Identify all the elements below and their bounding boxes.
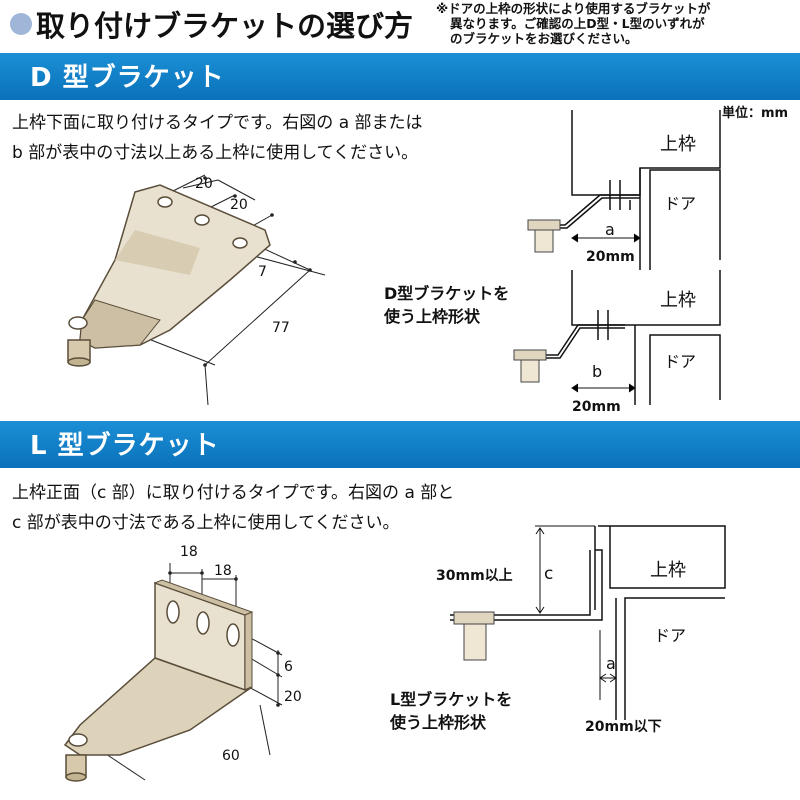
d-dimension-dots (203, 176, 312, 367)
l-dim-length: 60 (222, 748, 240, 764)
l-dimension-a (599, 630, 617, 700)
d-bottom-width-label: 20mm (572, 399, 621, 415)
d-top-frame-label: 上枠 (660, 134, 696, 155)
d-dim-length: 77 (272, 320, 290, 336)
l-mount-hole-icon (68, 733, 88, 747)
page-title: 取り付けブラケットの選び方 (10, 4, 413, 44)
l-door-outline (624, 597, 725, 720)
l-hole-2-icon (196, 611, 210, 635)
d-top-door-label: ドア (664, 194, 697, 213)
d-dim-hole-spacing-2: 20 (230, 197, 248, 213)
d-bottom-closer-icon (513, 349, 547, 383)
l-c-label: c (544, 564, 554, 584)
note-line-2: 異なります。ご確認の上D型・L型のいずれが (450, 16, 705, 31)
l-section-heading: L 型ブラケット (0, 421, 800, 465)
d-bracket-bend-shade (115, 230, 200, 275)
d-mount-hole-icon (68, 316, 88, 330)
title-bullet-icon (10, 13, 32, 35)
l-bracket-profile (450, 549, 603, 621)
header-note: ※ドアの上枠の形状により使用するブラケットが 異なります。ご確認の上D型・L型の… (436, 1, 798, 46)
d-bottom-frame-outline (571, 270, 721, 326)
l-dim-height: 20 (284, 689, 302, 705)
l-caption-line-1: L型ブラケットを (390, 690, 513, 709)
d-bottom-gap-label: b (592, 362, 603, 381)
l-description-line-1: 上枠正面（c 部）に取り付けるタイプです。右図の a 部と (12, 483, 455, 503)
d-top-width-label: 20mm (586, 249, 635, 265)
d-description-line-1: 上枠下面に取り付けるタイプです。右図の a 部または (12, 113, 423, 133)
d-caption-line-2: 使う上枠形状 (384, 307, 481, 326)
l-bracket-illustration (63, 563, 283, 782)
l-closer-icon (453, 611, 495, 661)
l-frame-diagram (450, 525, 726, 720)
d-section-heading: D 型ブラケット (0, 53, 800, 97)
l-description-line-2: c 部が表中の寸法である上枠に使用してください。 (12, 513, 400, 533)
l-hole-3-icon (226, 623, 240, 647)
d-bottom-door-outline (649, 334, 721, 405)
l-frame-outline (598, 525, 726, 589)
d-dim-hole-spacing-1: 20 (195, 176, 213, 192)
l-c-limit-label: 30mm以上 (436, 568, 513, 584)
d-top-frame-outline (571, 110, 721, 196)
d-frame-diagram-bottom (513, 270, 721, 405)
d-caption-line-1: D型ブラケットを (384, 284, 510, 303)
d-bottom-frame-label: 上枠 (660, 290, 696, 311)
l-a-limit-label: 20mm以下 (585, 719, 662, 735)
note-line-1: ※ドアの上枠の形状により使用するブラケットが (436, 1, 711, 16)
l-bracket-base (63, 657, 253, 756)
l-hole-1-icon (166, 600, 180, 624)
l-frame-label: 上枠 (650, 560, 686, 581)
d-section-heading-text: D 型ブラケット (30, 62, 225, 93)
d-bracket-illustration (67, 174, 326, 406)
l-a-label: a (606, 654, 616, 673)
d-section-rule (0, 97, 800, 100)
d-bottom-door-label: ドア (664, 352, 697, 371)
l-section-heading-text: L 型ブラケット (30, 430, 220, 461)
d-frame-diagram-top (527, 110, 721, 270)
unit-label: 単位：mm (722, 106, 789, 121)
l-dim-hole-spacing-1: 18 (180, 544, 198, 560)
d-top-gap-label: a (605, 220, 615, 239)
d-description-line-2: b 部が表中の寸法以上ある上枠に使用してください。 (12, 143, 419, 163)
d-top-door-outline (649, 169, 721, 270)
l-dim-edge: 6 (284, 659, 293, 675)
l-section-rule (0, 465, 800, 468)
d-hole-3-icon (232, 237, 248, 249)
l-dim-hole-spacing-2: 18 (214, 563, 232, 579)
note-line-3: のブラケットをお選びください。 (450, 31, 638, 46)
l-caption-line-2: 使う上枠形状 (390, 713, 487, 732)
title-text: 取り付けブラケットの選び方 (36, 9, 414, 43)
l-door-label: ドア (654, 626, 687, 645)
d-dim-edge: 7 (258, 264, 267, 280)
l-dimension-c (535, 525, 595, 616)
d-hole-2-icon (194, 214, 210, 226)
d-hole-1-icon (157, 196, 173, 208)
d-top-closer-icon (527, 219, 561, 253)
